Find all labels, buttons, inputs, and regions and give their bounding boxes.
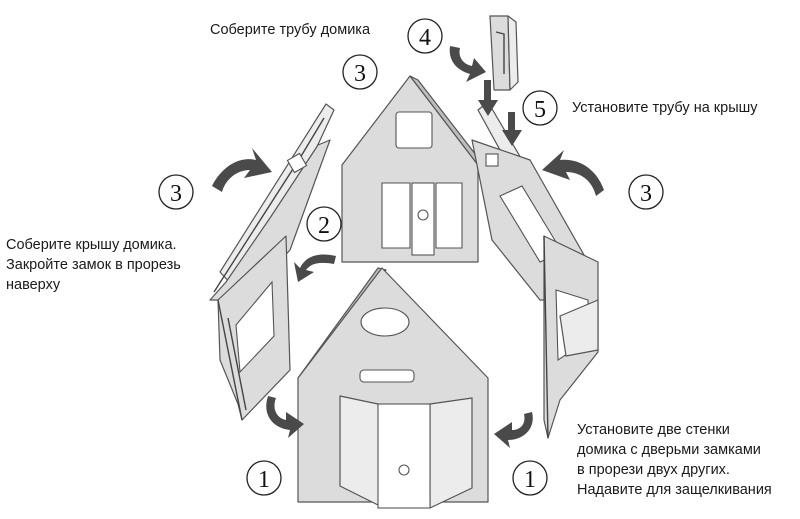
caption-walls-line: Установите две стенки [577,422,730,438]
caption-walls-line: домика с дверьми замками [577,442,761,458]
arrow-step3-left [212,148,272,192]
arrow-step1-left [266,396,304,438]
caption-walls: Установите две стенки домика с дверьми з… [577,420,772,500]
step-5-badge: 5 [522,90,558,126]
step-1-right-badge: 1 [512,460,548,496]
caption-pipe-install: Установите трубу на крышу [572,100,758,116]
caption-walls-line: в прорези двух других. [577,462,730,478]
back-wall-panel [341,75,487,263]
caption-roof-line: Соберите крышу домика. [6,237,177,253]
step-1-left-badge: 1 [246,460,282,496]
caption-pipe-assemble: Соберите трубу домика [210,22,371,38]
arrow-step5-down-right [502,112,522,146]
arrow-step5-down-left [478,80,498,116]
step-2-label: 2 [318,213,330,239]
arrow-step3-right [542,150,604,196]
step-5-label: 5 [534,97,546,123]
caption-walls-line: Надавите для защелкивания [577,482,772,498]
caption-roof-line: наверху [6,277,61,293]
step-3-top-badge: 3 [342,54,378,90]
arrow-step1-right [494,412,533,448]
step-1-right-label: 1 [524,467,536,493]
right-side-wall [543,235,599,439]
step-1-left-label: 1 [258,467,270,493]
step-4-label: 4 [419,25,431,51]
step-3-top-label: 3 [354,61,366,87]
step-3-right-label: 3 [640,181,652,207]
chimney-pieces [489,15,519,91]
front-house-panel [297,267,489,509]
step-3-left-badge: 3 [158,174,194,210]
step-4-badge: 4 [407,18,443,54]
arrow-step4 [449,46,486,82]
caption-roof-line: Закройте замок в прорезь [6,257,181,273]
step-3-right-badge: 3 [628,174,664,210]
caption-roof: Соберите крышу домика. Закройте замок в … [6,235,181,295]
left-side-wall [217,235,291,421]
arrow-step2 [294,254,336,282]
step-2-badge: 2 [306,206,342,242]
step-3-left-label: 3 [170,181,182,207]
